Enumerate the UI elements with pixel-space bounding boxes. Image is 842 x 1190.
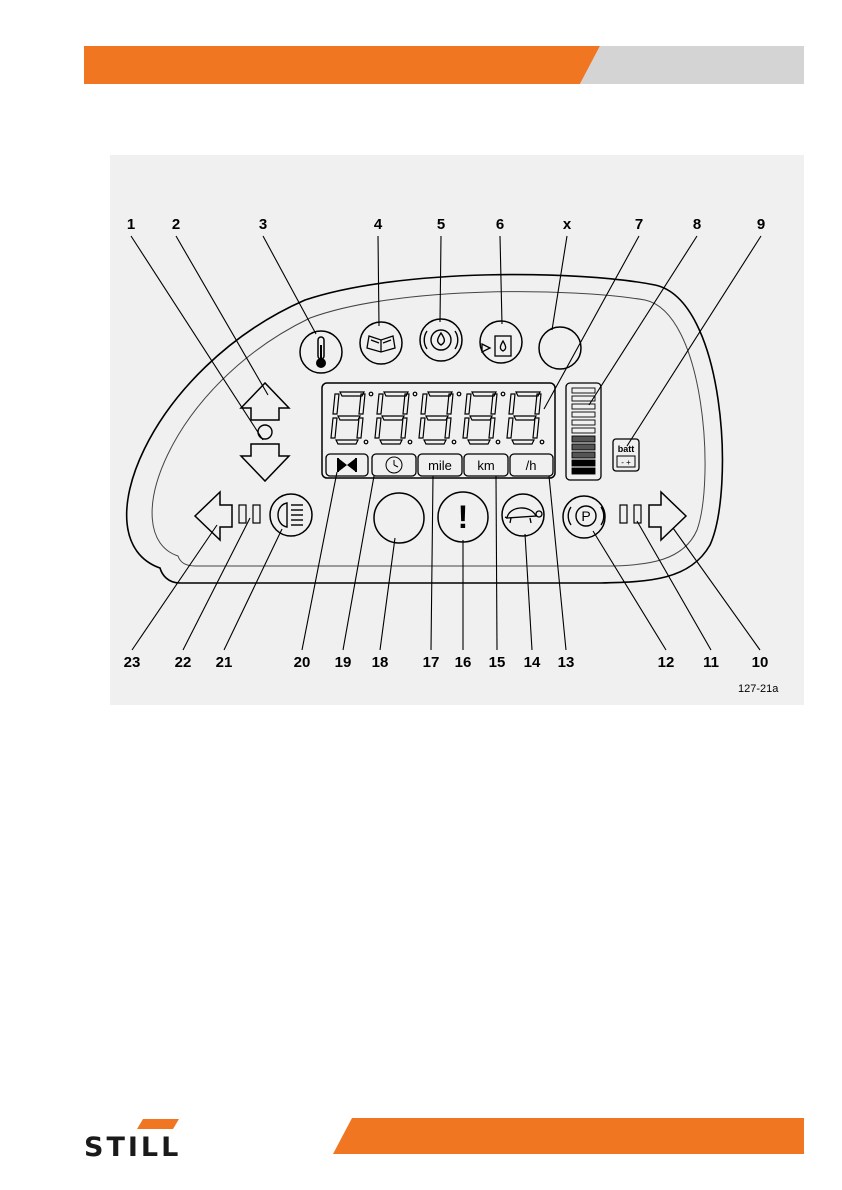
callout-number: 17 [423,654,440,671]
km-unit-label: km [477,458,494,473]
callout-number: x [563,216,572,233]
callout-number: 15 [489,654,506,671]
battery-terminals: - + [621,458,631,467]
battery-bar [572,460,595,466]
callout-number: 3 [259,216,267,233]
callout-number: 20 [294,654,311,671]
battery-bar [572,444,595,450]
callout-number: 14 [524,654,541,671]
callout-number: 22 [175,654,192,671]
callout-number: 1 [127,216,135,233]
callout-number: 16 [455,654,472,671]
battery-bar [572,436,595,442]
footer: STILL [0,1110,842,1190]
callout-number: 18 [372,654,389,671]
footer-orange-bar [333,1118,804,1154]
battery-bar [572,452,595,458]
callout-number: 4 [374,216,383,233]
battery-bar [572,468,595,474]
callout-number: 12 [658,654,675,671]
callout-number: 6 [496,216,504,233]
callout-number: 5 [437,216,445,233]
callout-number: 13 [558,654,575,671]
callout-number: 11 [703,654,719,671]
figure-background [110,155,804,705]
callout-number: 10 [752,654,769,671]
figure-code: 127-21a [738,683,779,695]
still-logo: STILL [84,1132,181,1163]
battery-warning-label: batt [618,444,635,454]
callout-number: 23 [124,654,141,671]
parking-letter: P [581,508,590,524]
per-hour-unit-label: /h [526,458,537,473]
callout-number: 8 [693,216,701,233]
callout-number: 7 [635,216,643,233]
callout-number: 9 [757,216,765,233]
warning-icon: ! [458,499,469,535]
callout-number: 21 [216,654,233,671]
callout-number: 2 [172,216,180,233]
mile-unit-label: mile [428,458,452,473]
logo-accent-stripe [137,1119,179,1129]
callout-number: 19 [335,654,352,671]
